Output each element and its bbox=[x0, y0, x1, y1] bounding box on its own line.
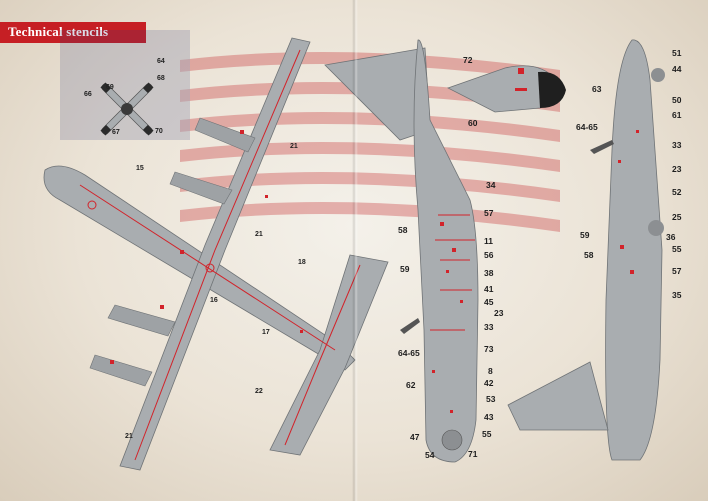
prop-callout-69: 69 bbox=[106, 84, 114, 91]
side-callout-23: 23 bbox=[494, 308, 504, 318]
top-callout-5: 18 bbox=[298, 259, 306, 266]
right-callout-51: 51 bbox=[672, 48, 682, 58]
nose-callout-72: 72 bbox=[463, 55, 473, 65]
top-wing bbox=[119, 37, 311, 471]
right-callout-50: 50 bbox=[672, 95, 682, 105]
right-callout-33: 33 bbox=[672, 140, 682, 150]
right-callout-55: 55 bbox=[672, 244, 682, 254]
page-title: Technical stencils bbox=[8, 24, 109, 39]
top-tailplane bbox=[269, 254, 389, 456]
right-stencil-marks bbox=[618, 130, 639, 274]
prop-callout-70: 70 bbox=[155, 128, 163, 135]
right-callout-59: 59 bbox=[580, 230, 590, 240]
side-callout-62: 62 bbox=[406, 380, 416, 390]
right-callout-44: 44 bbox=[672, 64, 682, 74]
side-callout-59: 59 bbox=[400, 264, 410, 274]
side-callout-34: 34 bbox=[486, 180, 496, 190]
nose-callout-60: 60 bbox=[468, 118, 478, 128]
top-callout-4: 22 bbox=[255, 388, 263, 395]
side-callout-38: 38 bbox=[484, 268, 494, 278]
prop-callout-68: 68 bbox=[157, 75, 165, 82]
aircraft-right-view: 51 44 50 61 33 23 52 25 63 64-65 59 58 3… bbox=[507, 39, 682, 461]
right-wheel-main bbox=[648, 220, 664, 236]
prop-callout-67: 67 bbox=[112, 129, 120, 136]
side-callout-8: 8 bbox=[488, 366, 493, 376]
top-callout-6: 17 bbox=[262, 329, 270, 336]
side-stencil-lines bbox=[430, 214, 475, 331]
side-callout-47: 47 bbox=[410, 432, 420, 442]
prop-callout-64: 64 bbox=[157, 58, 165, 65]
aircraft-side-view: 58 59 34 57 11 56 38 41 45 23 33 73 8 42… bbox=[324, 39, 504, 463]
top-stencil-lines bbox=[79, 49, 361, 461]
side-callout-53: 53 bbox=[486, 394, 496, 404]
top-engine-4 bbox=[89, 354, 153, 387]
prop-callout-66: 66 bbox=[84, 91, 92, 98]
flag-canton bbox=[60, 30, 190, 140]
side-wheel bbox=[441, 429, 463, 451]
side-stencil-marks bbox=[432, 222, 463, 413]
aircraft-top-view: 21 21 21 22 18 17 16 15 bbox=[43, 37, 389, 471]
side-callout-11: 11 bbox=[484, 236, 493, 246]
right-callout-52: 52 bbox=[672, 187, 682, 197]
propeller-hub bbox=[121, 103, 133, 115]
right-callout-58: 58 bbox=[584, 250, 594, 260]
side-callout-71: 71 bbox=[468, 449, 478, 459]
right-tail-fin bbox=[507, 361, 609, 431]
top-callout-3: 21 bbox=[125, 433, 133, 440]
propeller-detail: 64 69 68 66 67 70 bbox=[84, 58, 165, 136]
side-callout-33: 33 bbox=[484, 322, 494, 332]
flag-background bbox=[60, 30, 560, 232]
side-callout-58: 58 bbox=[398, 225, 408, 235]
title-band: Technical stencils bbox=[0, 22, 146, 43]
right-callout-61: 61 bbox=[672, 110, 682, 120]
side-callout-41: 41 bbox=[484, 284, 494, 294]
side-callout-73: 73 bbox=[484, 344, 494, 354]
right-fuselage bbox=[605, 39, 663, 461]
side-propeller bbox=[400, 318, 420, 334]
top-stencil-marks bbox=[110, 130, 303, 364]
top-callout-7: 16 bbox=[210, 297, 218, 304]
side-callout-57: 57 bbox=[484, 208, 494, 218]
radome bbox=[538, 71, 566, 108]
top-callout-8: 15 bbox=[136, 165, 144, 172]
top-engine-3 bbox=[107, 304, 176, 337]
side-callout-55: 55 bbox=[482, 429, 492, 439]
right-callout-35: 35 bbox=[672, 290, 682, 300]
side-callout-56: 56 bbox=[484, 250, 494, 260]
side-callout-42: 42 bbox=[484, 378, 494, 388]
side-fuselage bbox=[413, 39, 479, 463]
side-callout-43: 43 bbox=[484, 412, 494, 422]
side-callout-45: 45 bbox=[484, 297, 494, 307]
side-callout-54: 54 bbox=[425, 450, 435, 460]
right-callout-64-65: 64-65 bbox=[576, 122, 598, 132]
top-callout-1: 21 bbox=[290, 143, 298, 150]
right-propeller bbox=[590, 140, 614, 154]
right-callout-63: 63 bbox=[592, 84, 602, 94]
top-callout-2: 21 bbox=[255, 231, 263, 238]
top-engine-1 bbox=[194, 117, 256, 153]
right-callout-25: 25 bbox=[672, 212, 682, 222]
right-wheel-front bbox=[651, 68, 665, 82]
side-callout-64-65: 64-65 bbox=[398, 348, 420, 358]
right-callout-57: 57 bbox=[672, 266, 682, 276]
right-callout-23: 23 bbox=[672, 164, 682, 174]
nose-detail: 72 60 bbox=[446, 55, 566, 128]
top-engine-2 bbox=[169, 171, 233, 205]
page-fold bbox=[352, 0, 358, 501]
right-callout-36: 36 bbox=[666, 232, 676, 242]
